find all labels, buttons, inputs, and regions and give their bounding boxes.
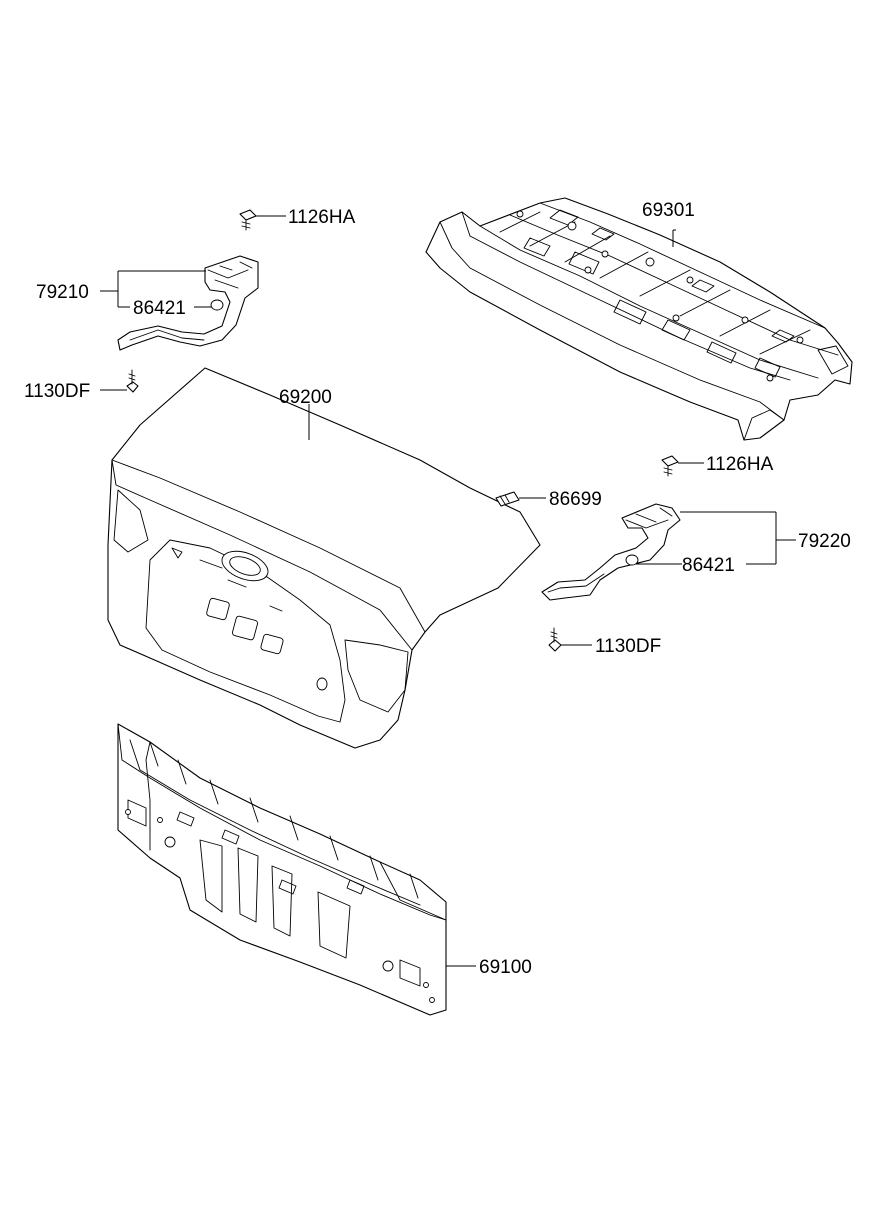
label-lower-bolt-right[interactable]: 1130DF bbox=[595, 636, 661, 657]
left-hinge-part[interactable] bbox=[117, 255, 259, 351]
label-stopper[interactable]: 86699 bbox=[549, 489, 602, 510]
label-back-panel[interactable]: 69100 bbox=[479, 957, 532, 978]
leader-lines bbox=[100, 215, 796, 967]
label-hinge-assy-left[interactable]: 79210 bbox=[36, 282, 89, 303]
label-trunk-lid[interactable]: 69200 bbox=[279, 387, 332, 408]
label-bumper-right[interactable]: 86421 bbox=[682, 555, 735, 576]
rear-package-tray-part[interactable] bbox=[425, 197, 853, 441]
label-upper-bolt-left[interactable]: 1126HA bbox=[288, 207, 356, 228]
right-hinge-part[interactable] bbox=[541, 503, 681, 601]
right-lower-bolt-part[interactable] bbox=[548, 627, 562, 652]
stopper-part[interactable] bbox=[495, 491, 520, 507]
trunk-lid-part[interactable] bbox=[107, 367, 541, 749]
label-bumper-left[interactable]: 86421 bbox=[133, 298, 186, 319]
right-upper-bolt-part[interactable] bbox=[661, 455, 679, 477]
part-labels: 1126HA 69301 79210 86421 1130DF 69200 86… bbox=[24, 200, 851, 978]
back-panel-part[interactable] bbox=[117, 723, 447, 1016]
left-upper-bolt-part[interactable] bbox=[239, 209, 257, 231]
label-rear-package-tray[interactable]: 69301 bbox=[642, 200, 695, 221]
label-hinge-assy-right[interactable]: 79220 bbox=[798, 531, 851, 552]
left-lower-bolt-part[interactable] bbox=[126, 369, 139, 393]
label-lower-bolt-left[interactable]: 1130DF bbox=[24, 381, 90, 402]
label-upper-bolt-right[interactable]: 1126HA bbox=[706, 454, 774, 475]
